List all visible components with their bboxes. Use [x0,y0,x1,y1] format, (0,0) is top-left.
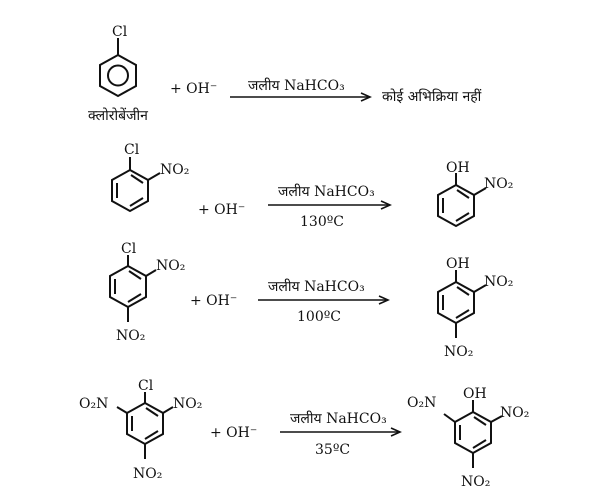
temperature-condition: 130ºC [300,214,344,230]
condition-reagent: जलीय NaHCO₃ [248,77,345,94]
reaction-4: Cl NO₂ O₂N NO₂ + OH⁻ जलीय NaHCO₃ 35ºC OH… [79,378,529,490]
no2-substituent: NO₂ [484,274,513,290]
no2-substituent: NO₂ [444,344,473,360]
cl-substituent: Cl [124,142,140,158]
oh-substituent: OH [446,256,470,272]
dinitrochlorobenzene-structure: Cl NO₂ NO₂ [109,241,185,344]
no2-substituent: NO₂ [484,176,513,192]
condition-reagent: जलीय NaHCO₃ [290,410,387,427]
no2-substituent: NO₂ [116,328,145,344]
no2-substituent: NO₂ [160,162,189,178]
reaction-3: Cl NO₂ NO₂ + OH⁻ जलीय NaHCO₃ 100ºC OH NO… [109,241,513,360]
cl-substituent: Cl [121,241,137,257]
no2-substituent: NO₂ [156,258,185,274]
hydroxide-reagent: + OH⁻ [210,425,257,441]
oh-substituent: OH [446,160,470,176]
nitrophenol-product: OH NO₂ [437,160,513,228]
no2-substituent: NO₂ [173,396,202,412]
temperature-condition: 100ºC [297,309,341,325]
reaction-1: Cl क्लोरोबेंजीन + OH⁻ जलीय NaHCO₃ कोई अभ… [88,24,482,124]
hydroxide-reagent: + OH⁻ [190,293,237,309]
cl-substituent: Cl [112,24,128,40]
no2-substituent: NO₂ [133,466,162,482]
dinitrophenol-product: OH NO₂ NO₂ [437,256,513,360]
no2-substituent: NO₂ [461,474,490,490]
cl-substituent: Cl [138,378,154,394]
hydroxide-reagent: + OH⁻ [198,202,245,218]
chlorobenzene-structure: Cl [99,24,137,98]
reaction-2: Cl NO₂ + OH⁻ जलीय NaHCO₃ 130ºC OH NO₂ [111,142,513,230]
o2n-substituent: O₂N [407,395,436,411]
trinitrochlorobenzene-structure: Cl NO₂ O₂N NO₂ [79,378,202,482]
picric-acid-product: OH NO₂ O₂N NO₂ [407,386,529,490]
no-reaction-text: कोई अभिक्रिया नहीं [382,88,482,105]
temperature-condition: 35ºC [315,442,350,458]
chloronitrobenzene-structure: Cl NO₂ [111,142,189,213]
hydroxide-reagent: + OH⁻ [170,81,217,97]
no2-substituent: NO₂ [500,405,529,421]
chlorobenzene-label: क्लोरोबेंजीन [88,107,148,124]
condition-reagent: जलीय NaHCO₃ [278,183,375,200]
oh-substituent: OH [463,386,487,402]
condition-reagent: जलीय NaHCO₃ [268,278,365,295]
o2n-substituent: O₂N [79,396,108,412]
